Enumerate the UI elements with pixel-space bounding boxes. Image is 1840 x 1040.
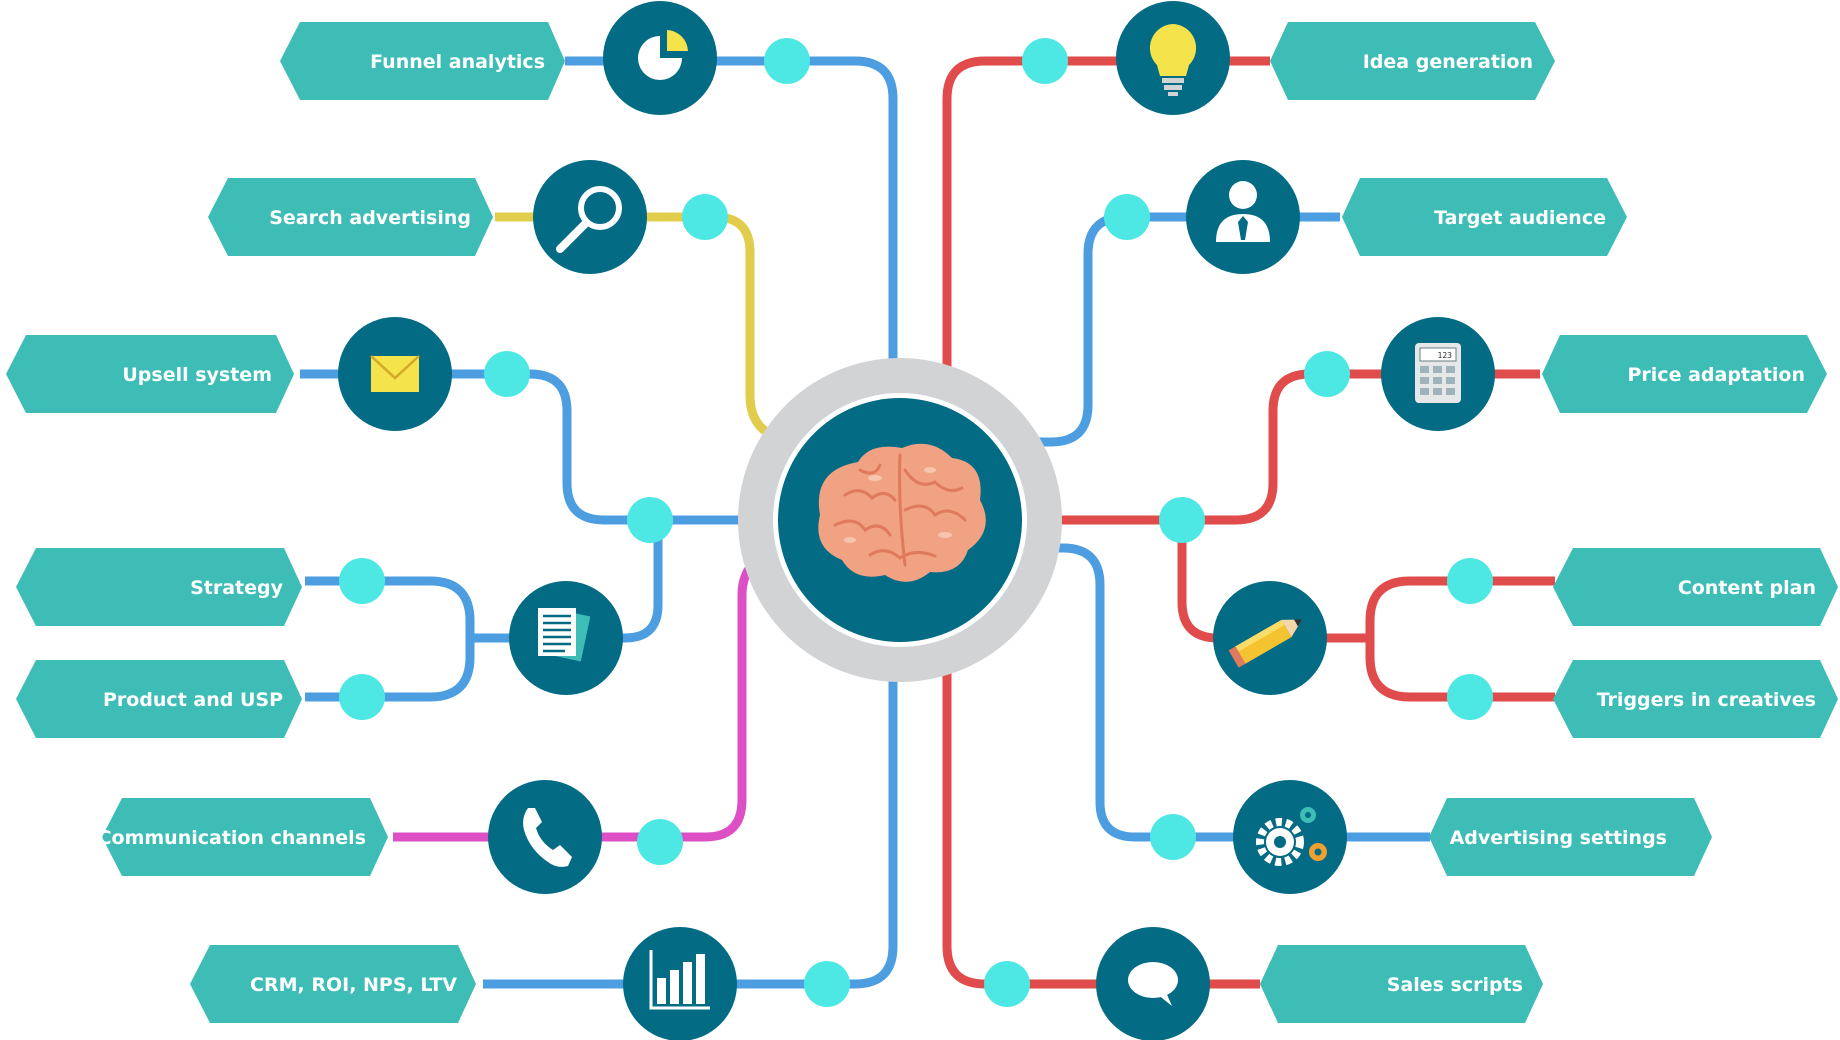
node-documents[interactable] [509,581,623,695]
label-funnel-analytics[interactable]: Funnel analytics [280,22,565,100]
label-text: Upsell system [122,364,272,386]
connector-dot [1304,351,1350,397]
calculator-icon: 123 [1415,343,1461,403]
person-icon [1216,181,1270,242]
gears-icon [1256,807,1327,866]
label-text: Price adaptation [1628,364,1806,386]
document-icon [538,608,591,662]
label-text: Search advertising [269,207,471,229]
label-communication-channels[interactable]: Communication channels [98,798,388,876]
phone-icon [523,808,572,867]
label-idea-generation[interactable]: Idea generation [1270,22,1555,100]
label-triggers-in-creatives[interactable]: Triggers in creatives [1553,660,1838,738]
connector-dot [984,961,1030,1007]
label-text: Communication channels [98,827,366,849]
brain-icon [818,443,986,582]
node-funnel-analytics[interactable] [603,1,717,115]
line-product-usp [305,638,475,702]
connector-dot [1022,38,1068,84]
line-documents [470,520,663,643]
chat-bubble-icon [1128,962,1178,1006]
node-upsell-system[interactable] [338,317,452,431]
connector-dot [682,194,728,240]
label-text: Funnel analytics [370,51,545,73]
node-advertising-settings[interactable] [1233,780,1347,894]
envelope-icon [370,355,420,392]
connector-dot [339,674,385,720]
node-sales-scripts[interactable] [1096,927,1210,1040]
node-target-audience[interactable] [1186,160,1300,274]
connector-dot [804,961,850,1007]
label-sales-scripts[interactable]: Sales scripts [1260,945,1543,1023]
line-price-adaptation [1030,369,1540,525]
line-funnel-analytics [565,56,898,450]
label-target-audience[interactable]: Target audience [1342,178,1627,256]
label-product-usp[interactable]: Product and USP [16,660,302,738]
connector-dot [339,558,385,604]
node-idea-generation[interactable] [1116,1,1230,115]
bar-chart-icon [649,950,710,1010]
connector-dot [1447,558,1493,604]
line-target-audience [1000,212,1340,447]
pie-chart-icon [638,30,688,80]
line-advertising-settings [1030,543,1430,842]
label-text: Advertising settings [1450,827,1667,849]
label-text: Target audience [1434,207,1606,229]
label-text: Idea generation [1363,51,1533,73]
magnifier-icon [556,186,622,253]
node-price-adaptation[interactable]: 123 [1381,317,1495,431]
label-text: CRM, ROI, NPS, LTV [250,974,457,996]
line-triggers [1365,638,1555,702]
connector-dot [1104,194,1150,240]
label-text: Triggers in creatives [1597,689,1816,711]
connector-dot [1150,814,1196,860]
line-upsell-system [300,369,800,525]
pencil-icon [1228,619,1303,668]
line-crm [483,630,898,989]
line-content-plan [1365,576,1555,638]
node-communication-channels[interactable] [488,780,602,894]
node-pencil[interactable] [1213,581,1327,695]
label-price-adaptation[interactable]: Price adaptation [1542,335,1827,413]
right-labels: Idea generation Target audience Price ad… [1260,22,1838,1023]
connector-dot [637,819,683,865]
line-search-advertising [495,212,801,445]
label-text: Sales scripts [1387,974,1523,996]
label-upsell-system[interactable]: Upsell system [6,335,294,413]
connector-dot [764,38,810,84]
connector-dots [339,38,1493,1007]
label-text: Strategy [190,577,284,599]
label-content-plan[interactable]: Content plan [1553,548,1838,626]
label-strategy[interactable]: Strategy [16,548,302,626]
center-hub [738,358,1062,682]
label-crm-roi-nps-ltv[interactable]: CRM, ROI, NPS, LTV [190,945,476,1023]
label-text: Product and USP [103,689,283,711]
calculator-display: 123 [1438,351,1453,360]
connector-dot [484,351,530,397]
node-crm[interactable] [623,927,737,1040]
left-labels: Funnel analytics Search advertising Upse… [6,22,565,1023]
connector-dot [627,497,673,543]
connector-dot [1159,497,1205,543]
line-strategy [305,576,475,638]
label-advertising-settings[interactable]: Advertising settings [1429,798,1712,876]
node-search-advertising[interactable] [533,160,647,274]
line-sales-scripts [942,630,1260,989]
connector-lines [300,56,1555,989]
line-idea-generation [942,56,1270,450]
lightbulb-icon [1149,24,1197,96]
label-search-advertising[interactable]: Search advertising [208,178,493,256]
label-text: Content plan [1678,577,1816,599]
connector-dot [1447,674,1493,720]
